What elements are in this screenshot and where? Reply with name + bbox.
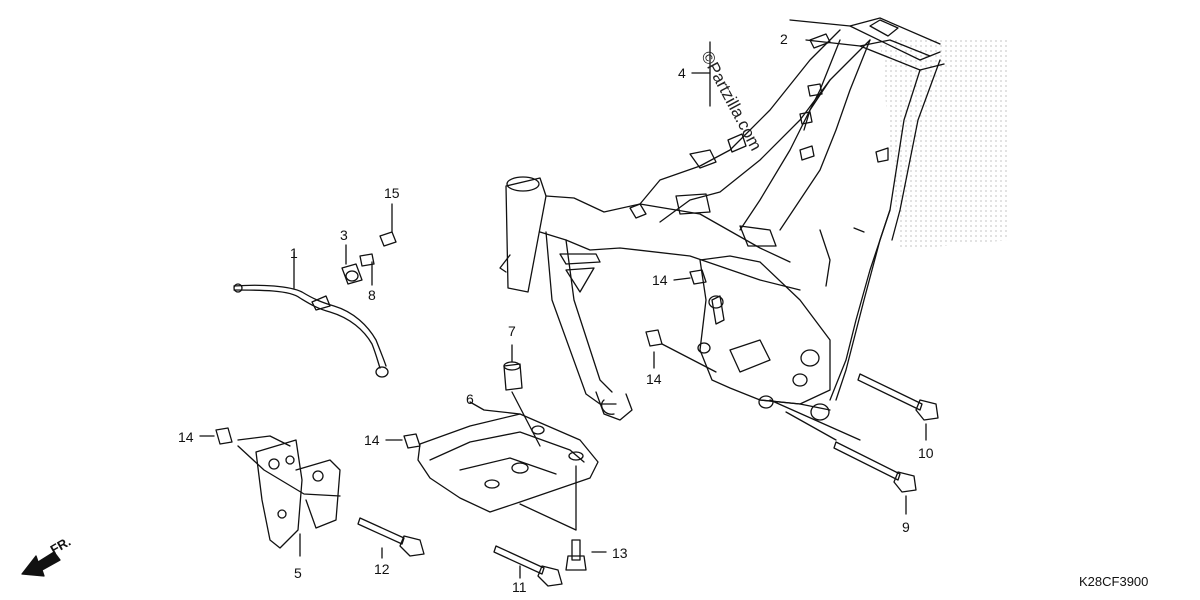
callout-12[interactable]: 12 <box>374 561 390 577</box>
label-plate-part-2 <box>809 33 831 49</box>
callout-14-bracket[interactable]: 14 <box>178 429 194 445</box>
callout-1[interactable]: 1 <box>290 245 298 261</box>
front-arrow-icon <box>21 551 61 577</box>
parts-3-8-15 <box>341 203 397 286</box>
part-13-bolt <box>565 539 607 571</box>
main-frame <box>499 17 945 421</box>
callout-6[interactable]: 6 <box>466 391 474 407</box>
callout-2[interactable]: 2 <box>780 31 788 47</box>
callout-10[interactable]: 10 <box>918 445 934 461</box>
callout-13[interactable]: 13 <box>612 545 628 561</box>
part-5-bracket <box>237 435 341 557</box>
diagram-code: K28CF3900 <box>1079 574 1149 589</box>
callout-9[interactable]: 9 <box>902 519 910 535</box>
part-12-bolt <box>357 517 425 559</box>
callout-7[interactable]: 7 <box>508 323 516 339</box>
callout-14-upper[interactable]: 14 <box>652 272 668 288</box>
part-9-bolt <box>785 411 917 515</box>
callout-14-skid[interactable]: 14 <box>364 432 380 448</box>
callout-3[interactable]: 3 <box>340 227 348 243</box>
part-10-bolt <box>769 373 939 441</box>
nuts-14 <box>199 269 717 449</box>
callout-14-middle[interactable]: 14 <box>646 371 662 387</box>
callout-5[interactable]: 5 <box>294 565 302 581</box>
callout-15[interactable]: 15 <box>384 185 400 201</box>
part-1-cable <box>233 251 389 378</box>
callout-8[interactable]: 8 <box>368 287 376 303</box>
part-6-skid-plate <box>417 401 599 531</box>
part-7-rubber-mount <box>503 344 541 447</box>
callout-11[interactable]: 11 <box>512 579 527 595</box>
part-11-bolt <box>493 545 563 587</box>
callout-4[interactable]: 4 <box>678 65 686 81</box>
